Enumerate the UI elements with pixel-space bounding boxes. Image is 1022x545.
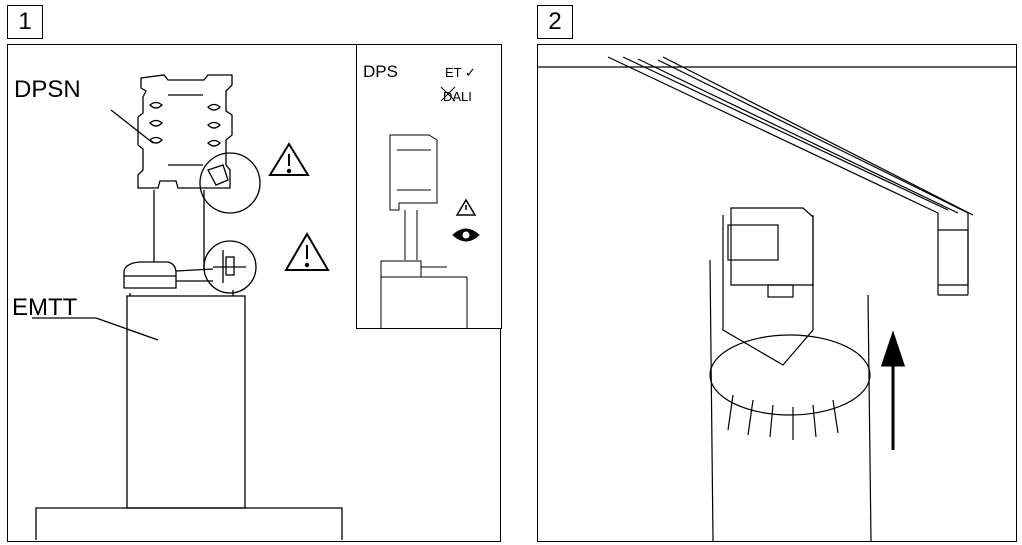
step-2-drawing [538,56,1016,542]
adapter-label: EMTT [12,294,78,321]
adapter-column [126,295,246,509]
step-1-box: 1 [7,5,43,39]
warning-triangle-icon [455,198,477,216]
adapter-leader [95,317,159,341]
inset-title: DPS [363,62,398,81]
eye-icon [452,228,480,242]
step-1-panel: DPSN EMTT [7,44,502,542]
track-leader [110,109,154,144]
track-label: DPSN [14,76,81,103]
warning-triangle-icon [268,142,310,176]
track-profile [137,74,233,189]
step-1-drawing [32,74,343,540]
step-2-box: 2 [537,5,573,39]
step-1-number: 1 [18,8,32,35]
detail-circle-bottom [203,240,257,294]
step-2-panel [537,44,1017,542]
arrow-up-icon [880,330,906,450]
inset-track-profile [389,134,438,211]
compatibility-inset: DPS ET ✓ DALI [356,44,502,329]
step-2-number: 2 [548,8,562,35]
adapter-body [709,207,872,542]
adapter-head [123,261,177,289]
detail-circle-top [199,152,261,214]
compat-yes-label: ET ✓ [445,65,476,80]
base-plate [35,507,343,540]
warning-triangle-icon [284,232,330,271]
compat-no-label: DALI [443,89,472,104]
track-rail [607,56,974,296]
inset-drawing [380,86,480,328]
